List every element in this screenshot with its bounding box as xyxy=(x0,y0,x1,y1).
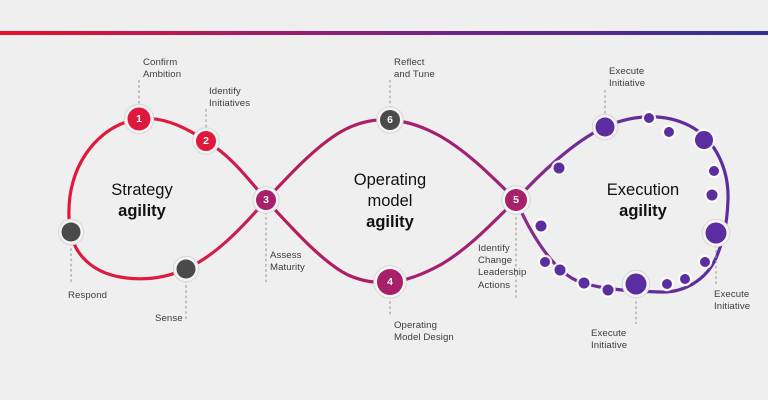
execution-dot-1[interactable] xyxy=(644,113,654,123)
execution-dot-12[interactable] xyxy=(540,257,550,267)
callout-execute-initiative-right: Execute Initiative xyxy=(714,289,751,313)
callout-execute-initiative-bottom: Execute Initiative xyxy=(591,328,628,352)
node-step-5[interactable] xyxy=(505,189,527,211)
section-title-line: Operating xyxy=(353,171,427,189)
node-step-1[interactable] xyxy=(127,107,151,131)
callout-leader-lines xyxy=(70,80,717,324)
section-title-line: agility xyxy=(366,213,414,231)
execution-dot-8[interactable] xyxy=(662,279,672,289)
callout-identify-change-leadership-actions: Identify Change Leadership Actions xyxy=(478,243,527,291)
section-title-operating-model: Operating model agility xyxy=(300,170,480,233)
top-accent-gradient-bar xyxy=(0,31,768,35)
callout-confirm-ambition: Confirm Ambition xyxy=(143,57,182,81)
section-title-line: Execution xyxy=(606,181,680,199)
node-step-2[interactable] xyxy=(196,131,216,151)
callout-sense: Sense xyxy=(155,313,183,324)
node-step-4[interactable] xyxy=(377,269,403,295)
execution-dot-2[interactable] xyxy=(664,127,674,137)
callout-assess-maturity: Assess Maturity xyxy=(270,250,305,274)
execution-dot-13[interactable] xyxy=(535,220,547,232)
node-respond[interactable] xyxy=(61,222,81,242)
execution-dot-0[interactable] xyxy=(553,162,565,174)
execution-dot-5[interactable] xyxy=(706,189,718,201)
right-white-strip xyxy=(768,0,783,400)
callout-respond: Respond xyxy=(68,290,108,301)
section-title-line: model xyxy=(367,192,413,210)
section-title-execution: Execution agility xyxy=(553,180,733,222)
execution-dot-7[interactable] xyxy=(680,274,690,284)
milestone-node-layer xyxy=(57,103,731,299)
execution-dot-4[interactable] xyxy=(709,166,719,176)
execution-dot-3[interactable] xyxy=(695,131,713,149)
execution-dot-10[interactable] xyxy=(578,277,590,289)
execution-dot-cluster xyxy=(533,110,722,298)
section-title-line: agility xyxy=(619,202,667,220)
node-step-3[interactable] xyxy=(256,190,276,210)
node-exec-bottom[interactable] xyxy=(625,273,647,295)
node-exec-top[interactable] xyxy=(595,117,615,137)
section-title-strategy: Strategy agility xyxy=(52,180,232,222)
execution-dot-6[interactable] xyxy=(700,257,710,267)
execution-dot-11[interactable] xyxy=(554,264,566,276)
callout-execute-initiative-top: Execute Initiative xyxy=(609,66,646,90)
node-step-6[interactable] xyxy=(380,110,400,130)
node-exec-right[interactable] xyxy=(705,222,727,244)
section-title-line: Strategy xyxy=(111,181,173,199)
section-title-line: agility xyxy=(118,202,166,220)
callout-operating-model-design: Operating Model Design xyxy=(394,320,454,344)
callout-identify-initiatives: Identify Initiatives xyxy=(209,86,251,110)
callout-reflect-and-tune: Reflect and Tune xyxy=(394,57,435,81)
execution-dot-9[interactable] xyxy=(602,284,614,296)
node-sense[interactable] xyxy=(176,259,196,279)
